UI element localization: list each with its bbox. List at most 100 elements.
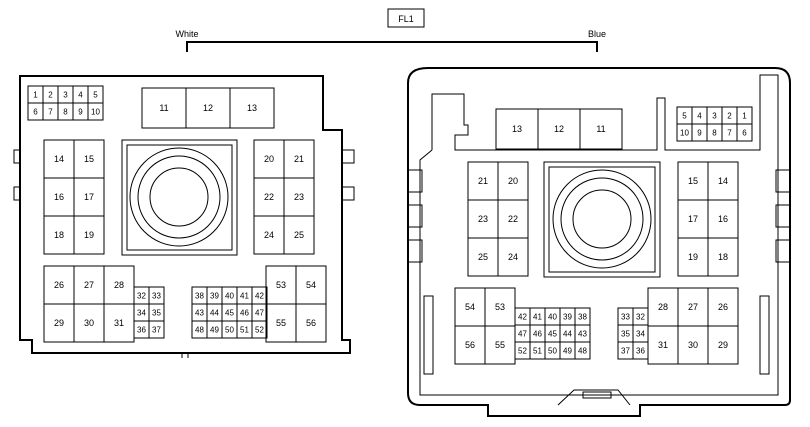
right-fuse-label-8: 8 [712,128,717,137]
left-fuse-label-24: 24 [264,230,274,240]
right-fuse-label-41: 41 [533,312,542,321]
right-fuse-label-14: 14 [718,176,728,186]
right-fuse-label-30: 30 [688,340,698,350]
right-fuse-label-42: 42 [518,312,527,321]
right-round-relay-inner [548,166,656,273]
right-fuse-label-34: 34 [636,329,645,338]
right-fuse-label-29: 29 [718,340,728,350]
right-relay-cell-11 [579,108,623,150]
right-fuse-label-28: 28 [658,302,668,312]
right-block-outline [407,67,791,417]
left-fuse-label-53: 53 [276,280,286,290]
right-fuse-label-44: 44 [563,329,572,338]
left-fuse-label-1: 1 [33,90,38,99]
left-fuse-label-43: 43 [195,308,204,317]
left-round-relay-frame [121,139,238,256]
right-fuse-label-17: 17 [688,214,698,224]
right-fuse-label-40: 40 [548,312,557,321]
right-block-bottom-tab [582,391,612,399]
right-fuse-label-54: 54 [465,302,475,312]
left-fuse-label-15: 15 [84,154,94,164]
right-fuse-label-49: 49 [563,346,572,355]
left-fuse-label-3: 3 [63,90,68,99]
right-fuse-label-46: 46 [533,329,542,338]
left-fuse-label-41: 41 [240,291,249,300]
left-block-tab-right [342,149,355,164]
right-block-inner-outline [419,74,779,396]
left-round-relay-inner [126,144,233,251]
left-fuse-label-27: 27 [84,280,94,290]
left-fuse-cell-19 [73,215,105,255]
right-fuse-label-22: 22 [508,214,518,224]
left-fuse-label-5: 5 [93,90,98,99]
left-fuse-label-34: 34 [137,308,146,317]
left-fuse-label-28: 28 [114,280,124,290]
right-round-relay-frame [543,161,661,278]
right-fuse-label-19: 19 [688,252,698,262]
left-fuse-label-52: 52 [255,325,264,334]
right-fuse-label-38: 38 [578,312,587,321]
left-fuse-label-38: 38 [195,291,204,300]
left-block-tab-right-2 [342,186,355,201]
right-fuse-label-31: 31 [658,340,668,350]
left-fuse-label-32: 32 [137,291,146,300]
left-fuse-label-22: 22 [264,192,274,202]
left-round-relay-outer-circle [129,147,229,247]
left-fuse-label-54: 54 [306,280,316,290]
left-relay-label-11: 11 [159,103,168,113]
left-fuse-label-50: 50 [225,325,234,334]
right-fuse-label-18: 18 [718,252,728,262]
left-fuse-label-23: 23 [294,192,304,202]
left-fuse-label-47: 47 [255,308,264,317]
right-side-clip-6 [775,239,791,263]
right-fuse-label-3: 3 [712,111,717,120]
right-fuse-label-53: 53 [495,302,505,312]
left-fuse-label-21: 21 [294,154,304,164]
right-fuse-label-37: 37 [621,346,630,355]
left-fuse-label-8: 8 [63,107,68,116]
harness-line [186,41,598,52]
right-fuse-label-51: 51 [533,346,542,355]
left-fuse-label-51: 51 [240,325,249,334]
left-fuse-label-45: 45 [225,308,234,317]
left-fuse-cell-56 [295,303,327,343]
fl1-label-box [387,8,425,28]
left-fuse-cell-52 [251,320,268,339]
right-fuse-label-15: 15 [688,176,698,186]
left-fuse-cell-10 [87,102,104,121]
right-fuse-label-2: 2 [727,111,732,120]
right-round-relay-ring [560,177,644,261]
connector-label-blue: Blue [588,29,606,39]
left-fuse-label-2: 2 [48,90,53,99]
left-fuse-label-49: 49 [210,325,219,334]
right-fuse-cell-18 [707,237,739,277]
left-fuse-label-19: 19 [84,230,94,240]
right-fuse-label-36: 36 [636,346,645,355]
left-fuse-label-6: 6 [33,107,38,116]
right-fuse-label-24: 24 [508,252,518,262]
right-fuse-label-48: 48 [578,346,587,355]
left-fuse-label-42: 42 [255,291,264,300]
right-fuse-cell-48 [574,341,591,360]
left-fuse-cell-37 [148,320,165,339]
right-relay-label-12: 12 [554,124,564,134]
right-fuse-label-43: 43 [578,329,587,338]
right-fuse-cell-29 [707,325,739,365]
left-fuse-cell-25 [283,215,315,255]
left-fuse-label-16: 16 [54,192,64,202]
left-fuse-label-25: 25 [294,230,304,240]
left-fuse-label-56: 56 [306,318,316,328]
left-fuse-label-46: 46 [240,308,249,317]
right-fuse-label-52: 52 [518,346,527,355]
right-fuse-cell-24 [497,237,529,277]
right-fuse-label-1: 1 [742,111,747,120]
right-round-relay-inner-circle [572,189,632,249]
left-block-tab-left [13,149,20,164]
right-side-clip-4 [775,169,791,193]
right-fuse-label-20: 20 [508,176,518,186]
right-fuse-label-50: 50 [548,346,557,355]
left-fuse-label-9: 9 [78,107,83,116]
left-fuse-label-30: 30 [84,318,94,328]
right-fuse-label-21: 21 [478,176,488,186]
